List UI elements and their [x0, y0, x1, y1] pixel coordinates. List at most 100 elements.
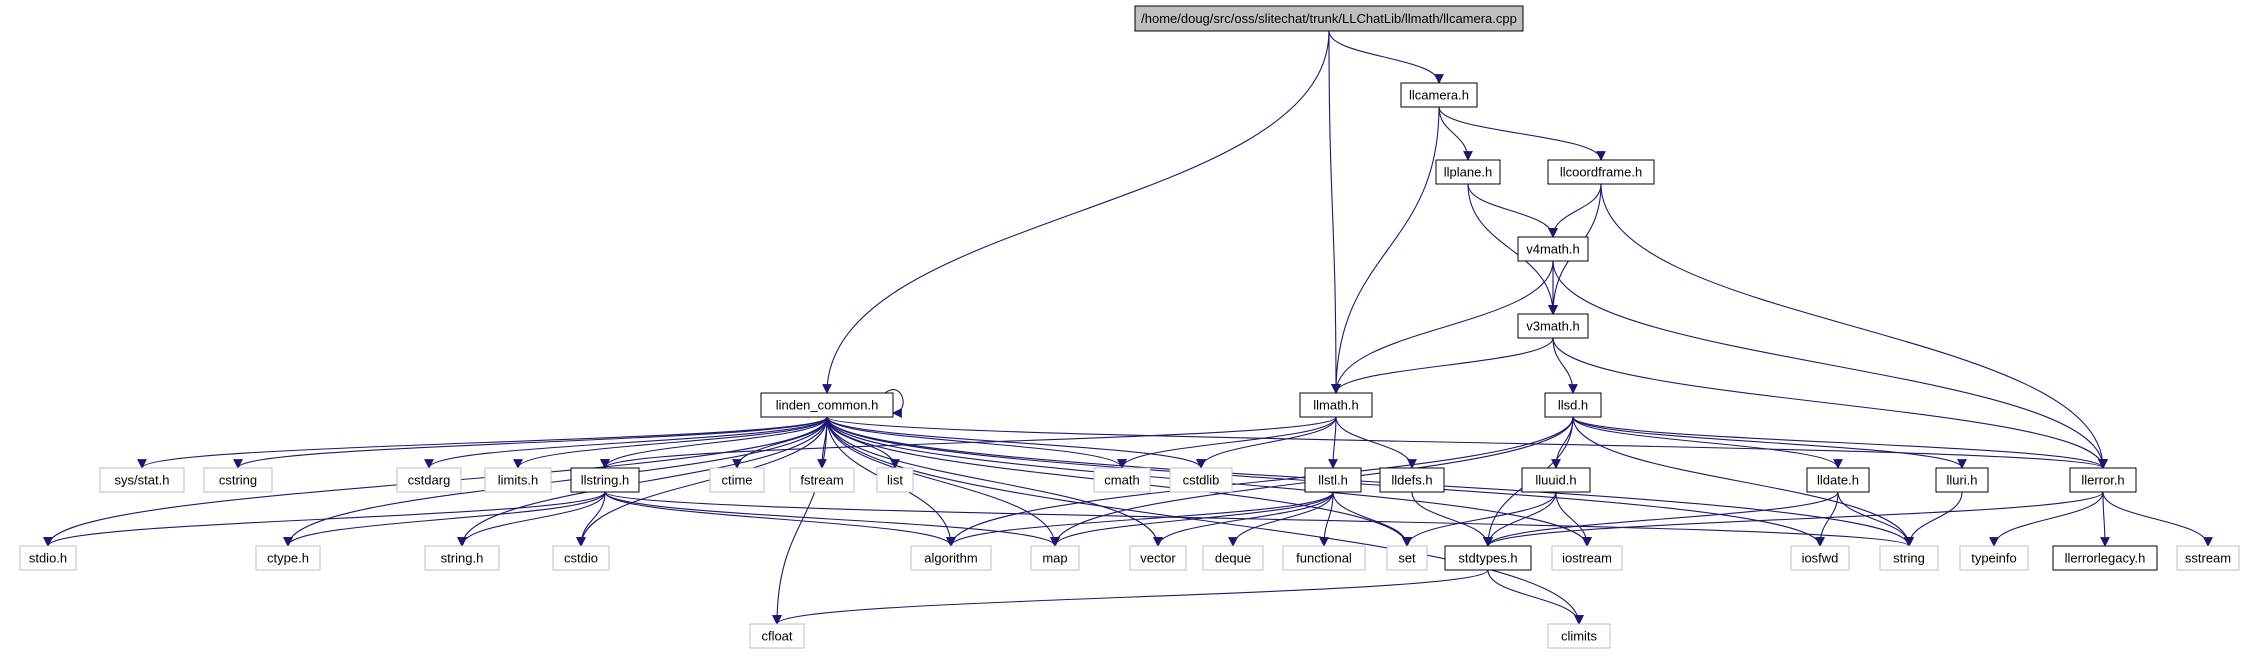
- edge: [1552, 337, 2108, 469]
- node-llmath[interactable]: llmath.h: [1299, 392, 1373, 418]
- node-box: [19, 545, 77, 571]
- node-box: [1386, 545, 1428, 571]
- node-box: [1134, 5, 1524, 32]
- edge: [1331, 337, 1554, 394]
- node-label: llcoordframe.h: [1560, 165, 1642, 180]
- node-lluri[interactable]: lluri.h: [1935, 467, 1989, 493]
- node-llsd[interactable]: llsd.h: [1544, 392, 1602, 418]
- node-label: climits: [1561, 629, 1598, 644]
- node-label: linden_common.h: [776, 398, 879, 413]
- node-v4math[interactable]: v4math.h: [1517, 236, 1589, 262]
- edge: [1483, 491, 2104, 547]
- edge-llmath-to-lldefs: [1335, 416, 1417, 469]
- edge-lluuid-to-stdtypes: [1483, 491, 1557, 547]
- edge: [1438, 106, 1606, 161]
- edge: [1600, 183, 2108, 469]
- node-box: [1935, 467, 1989, 493]
- edge-llcoordframe-to-v4math: [1548, 183, 1602, 238]
- node-label: limits.h: [498, 473, 538, 488]
- edge: [2102, 491, 2213, 547]
- node-box: [1547, 623, 1611, 649]
- edge-v4math-to-llmath: [1331, 260, 1554, 394]
- edge-llstring-to-stringh: [457, 491, 606, 547]
- node-label: sys/stat.h: [115, 473, 170, 488]
- edge-linden_common-to-cstdio: [576, 416, 828, 547]
- edge-v3math-to-llerror: [1552, 337, 2108, 469]
- node-cstdio: cstdio: [552, 545, 610, 571]
- edge: [826, 416, 1060, 547]
- node-string: string: [1879, 545, 1939, 571]
- node-iosfwd: iosfwd: [1790, 545, 1850, 571]
- node-label: algorithm: [924, 551, 977, 566]
- node-sstream: sstream: [2176, 545, 2240, 571]
- node-lldate[interactable]: lldate.h: [1806, 467, 1870, 493]
- node-linden_common[interactable]: linden_common.h: [760, 392, 894, 418]
- node-label: v3math.h: [1526, 319, 1579, 334]
- node-stdtypes[interactable]: stdtypes.h: [1444, 545, 1532, 571]
- node-lluuid[interactable]: lluuid.h: [1521, 467, 1591, 493]
- node-label: ctype.h: [267, 551, 309, 566]
- node-label: llerror.h: [2081, 473, 2124, 488]
- edge-llstring-to-stdio: [43, 491, 606, 547]
- edge-llcamera-to-llmath: [1331, 106, 1440, 394]
- node-label: sstream: [2185, 551, 2231, 566]
- node-box: [203, 467, 273, 493]
- node-sysstat: sys/stat.h: [99, 467, 185, 493]
- node-box: [2069, 467, 2137, 493]
- edge-root-to-linden_common: [822, 30, 1330, 394]
- node-lldefs[interactable]: lldefs.h: [1379, 467, 1445, 493]
- node-label: cstdlib: [1183, 473, 1220, 488]
- node-label: map: [1042, 551, 1067, 566]
- edge: [43, 491, 606, 547]
- edge-lluuid-to-set: [1402, 491, 1557, 547]
- node-label: cmath: [1104, 473, 1139, 488]
- node-llcoordframe[interactable]: llcoordframe.h: [1547, 159, 1655, 185]
- node-box: [1282, 545, 1366, 571]
- node-box: [1299, 392, 1373, 418]
- edge-root-to-llcamera: [1328, 30, 1444, 84]
- edge-linden_common-to-climits: [826, 416, 1584, 625]
- edge-lluuid-to-iostream: [1555, 491, 1592, 547]
- edge: [1555, 491, 1592, 547]
- edge-lldate-to-stdtypes: [1483, 491, 1839, 547]
- edge: [1331, 106, 1440, 394]
- edge-llsd-to-algorithm: [946, 416, 1574, 547]
- edge-llstring-to-algorithm: [604, 491, 956, 547]
- node-cstdarg: cstdarg: [396, 467, 462, 493]
- node-label: functional: [1296, 551, 1352, 566]
- edge: [1402, 491, 1557, 547]
- node-limits: limits.h: [484, 467, 552, 493]
- node-box: [1435, 159, 1501, 185]
- node-label: deque: [1215, 551, 1251, 566]
- edge: [826, 416, 1163, 547]
- edge: [1319, 491, 1334, 547]
- edge-linden_common-to-limits: [513, 416, 828, 469]
- node-box: [255, 545, 321, 571]
- edge-linden_common-to-linden_common: [884, 389, 904, 418]
- node-root[interactable]: /home/doug/src/oss/slitechat/trunk/LLCha…: [1134, 5, 1524, 32]
- edge: [1196, 416, 1337, 469]
- edge-llstring-to-map: [604, 491, 1060, 547]
- edge-linden_common-to-cstdlib: [826, 416, 1206, 469]
- node-llstl[interactable]: llstl.h: [1304, 467, 1362, 493]
- edge-llstl-to-vector: [1153, 491, 1334, 547]
- node-llerror[interactable]: llerror.h: [2069, 467, 2137, 493]
- node-label: llplane.h: [1444, 165, 1492, 180]
- node-v3math[interactable]: v3math.h: [1517, 313, 1589, 339]
- node-llstring[interactable]: llstring.h: [570, 467, 640, 493]
- edge-llstl-to-algorithm: [946, 491, 1334, 547]
- node-box: [1517, 313, 1589, 339]
- node-box: [1444, 545, 1532, 571]
- node-llplane[interactable]: llplane.h: [1435, 159, 1501, 185]
- edge-lldate-to-string: [1837, 491, 1914, 547]
- edge-llsd-to-llerror: [1572, 416, 2108, 469]
- edge: [1548, 183, 1602, 238]
- edge: [1332, 491, 1412, 547]
- node-llcamera[interactable]: llcamera.h: [1400, 82, 1478, 108]
- edge-linden_common-to-cstdarg: [424, 416, 828, 469]
- edge-linden_common-to-cstring: [233, 416, 828, 469]
- node-llerrorlegacy[interactable]: llerrorlegacy.h: [2052, 545, 2158, 571]
- edge-llcoordframe-to-llerror: [1600, 183, 2108, 469]
- edge-linden_common-to-llerror: [826, 416, 2108, 469]
- node-cfloat: cfloat: [749, 623, 805, 649]
